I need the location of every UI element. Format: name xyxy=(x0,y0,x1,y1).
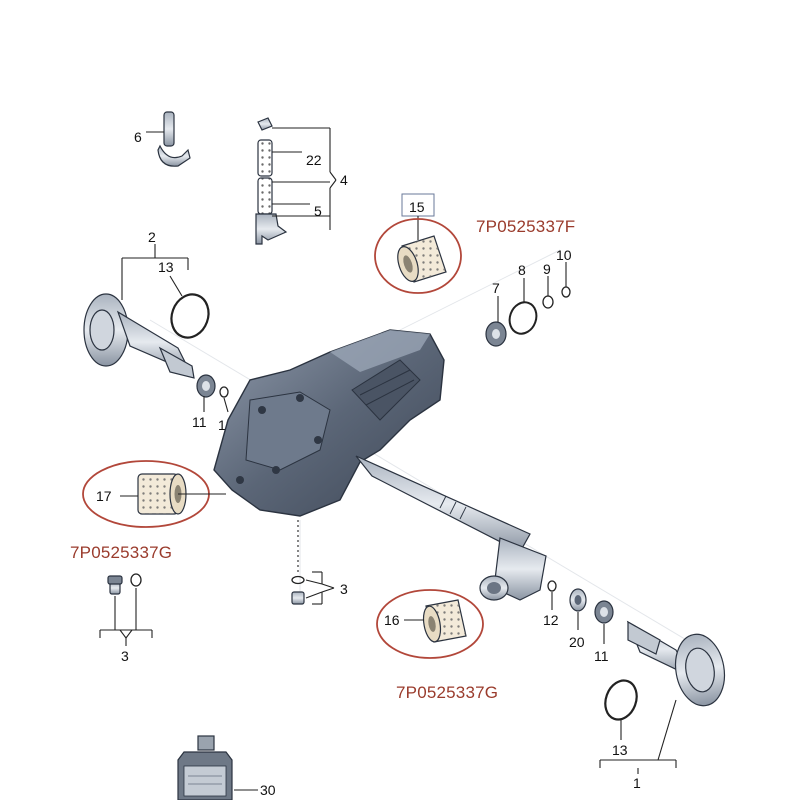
callout-7: 7 xyxy=(492,280,500,296)
bracket-1 xyxy=(599,699,677,774)
bushing-15 xyxy=(397,235,447,283)
callout-11a: 11 xyxy=(192,414,207,430)
seal-11-right-bore xyxy=(600,607,608,617)
callout-13a: 13 xyxy=(158,259,174,275)
part-number-16: 7P0525337G xyxy=(396,683,498,702)
part-number-15: 7P0525337F xyxy=(476,217,575,236)
callout-8: 8 xyxy=(518,262,526,278)
seal-7-bore xyxy=(492,329,500,339)
callout-16: 16 xyxy=(384,612,400,628)
plug-3-left xyxy=(107,573,142,595)
highlight-circle-16 xyxy=(376,589,484,659)
callout-3a: 3 xyxy=(121,648,129,664)
bolt-6 xyxy=(146,111,191,167)
callout-10: 10 xyxy=(556,247,572,263)
bracket-3-left xyxy=(99,588,153,646)
oil-bottle-30 xyxy=(177,735,233,800)
o-ring-13-right xyxy=(604,679,638,721)
circlip-12-right xyxy=(547,580,557,592)
callout-17: 17 xyxy=(96,488,112,504)
callout-22: 22 xyxy=(306,152,322,168)
o-ring-13-left xyxy=(170,293,210,339)
callout-1: 1 xyxy=(633,775,641,791)
axle-tube xyxy=(355,455,547,601)
highlight-circle-15 xyxy=(374,218,462,294)
bracket-2 xyxy=(121,244,189,300)
callout-20: 20 xyxy=(569,634,585,650)
bracket-4 xyxy=(272,127,337,230)
circlip-12-left xyxy=(219,386,229,398)
o-ring-8 xyxy=(508,301,538,335)
bolt-assembly-4 xyxy=(255,117,288,245)
bearing-20 xyxy=(569,588,587,612)
callout-5: 5 xyxy=(314,203,322,219)
ring-9 xyxy=(542,295,554,309)
plug-3-center xyxy=(291,520,305,605)
ring-10 xyxy=(561,286,571,298)
callout-11b: 11 xyxy=(594,648,609,664)
flange-left xyxy=(83,293,195,379)
callout-30: 30 xyxy=(260,782,276,798)
callout-12b: 12 xyxy=(543,612,559,628)
callout-2: 2 xyxy=(148,229,156,245)
bushing-16 xyxy=(422,599,467,643)
differential-housing xyxy=(213,329,445,517)
seal-11-left-bore xyxy=(202,381,210,391)
callout-13b: 13 xyxy=(612,742,628,758)
callout-9: 9 xyxy=(543,261,551,277)
part-number-17: 7P0525337G xyxy=(70,543,172,562)
callout-6: 6 xyxy=(134,129,142,145)
flange-right xyxy=(626,620,726,707)
callout-3b: 3 xyxy=(340,581,348,597)
bracket-3-center xyxy=(305,571,335,605)
bushing-17 xyxy=(137,473,187,515)
callout-4: 4 xyxy=(340,172,348,188)
callout-15: 15 xyxy=(409,199,425,215)
